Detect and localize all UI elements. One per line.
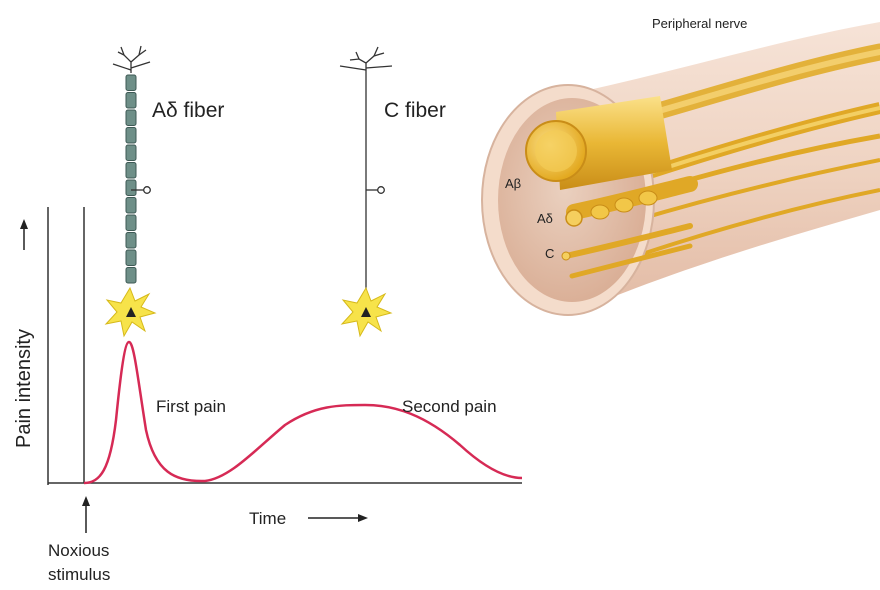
a-delta-dendrites xyxy=(113,46,150,73)
stimulus-label-line1: Noxious xyxy=(48,541,109,560)
myelin-segment xyxy=(126,198,136,214)
myelin-segment xyxy=(126,215,136,231)
myelin-segment xyxy=(126,250,136,266)
a-delta-neuron: Aδ fiber xyxy=(106,46,224,336)
myelin-segment xyxy=(126,163,136,179)
myelin-segment xyxy=(126,268,136,284)
pain-graph: Pain intensity Time Noxious stimulus Fir… xyxy=(13,207,522,584)
a-delta-myelin xyxy=(126,75,136,310)
a-delta-label: Aδ xyxy=(537,211,553,226)
c-dendrites xyxy=(340,47,392,73)
myelin-segment xyxy=(126,233,136,249)
c-branch-node xyxy=(378,187,385,194)
c-neuron: C fiber xyxy=(340,47,446,336)
c-fiber-label: C fiber xyxy=(384,99,446,122)
myelin-segment xyxy=(126,110,136,126)
c-label: C xyxy=(545,246,554,261)
a-delta-branch-node xyxy=(144,187,151,194)
peripheral-nerve-title: Peripheral nerve xyxy=(652,16,747,31)
a-delta-fiber-label: Aδ fiber xyxy=(152,99,224,122)
peripheral-nerve: Peripheral nerve Aβ Aδ xyxy=(482,16,880,315)
stimulus-arrowhead xyxy=(82,496,90,506)
first-pain-label: First pain xyxy=(156,397,226,416)
x-axis-arrowhead xyxy=(358,514,368,522)
stimulus-label-line2: stimulus xyxy=(48,565,110,584)
y-axis-label: Pain intensity xyxy=(13,329,35,448)
second-pain-label: Second pain xyxy=(402,397,497,416)
x-axis-label: Time xyxy=(249,509,286,528)
a-beta-label: Aβ xyxy=(505,176,521,191)
y-axis-arrowhead xyxy=(20,219,28,229)
myelin-segment xyxy=(126,180,136,196)
myelin-segment xyxy=(126,145,136,161)
myelin-segment xyxy=(126,75,136,91)
myelin-segment xyxy=(126,128,136,144)
myelin-segment xyxy=(126,93,136,109)
